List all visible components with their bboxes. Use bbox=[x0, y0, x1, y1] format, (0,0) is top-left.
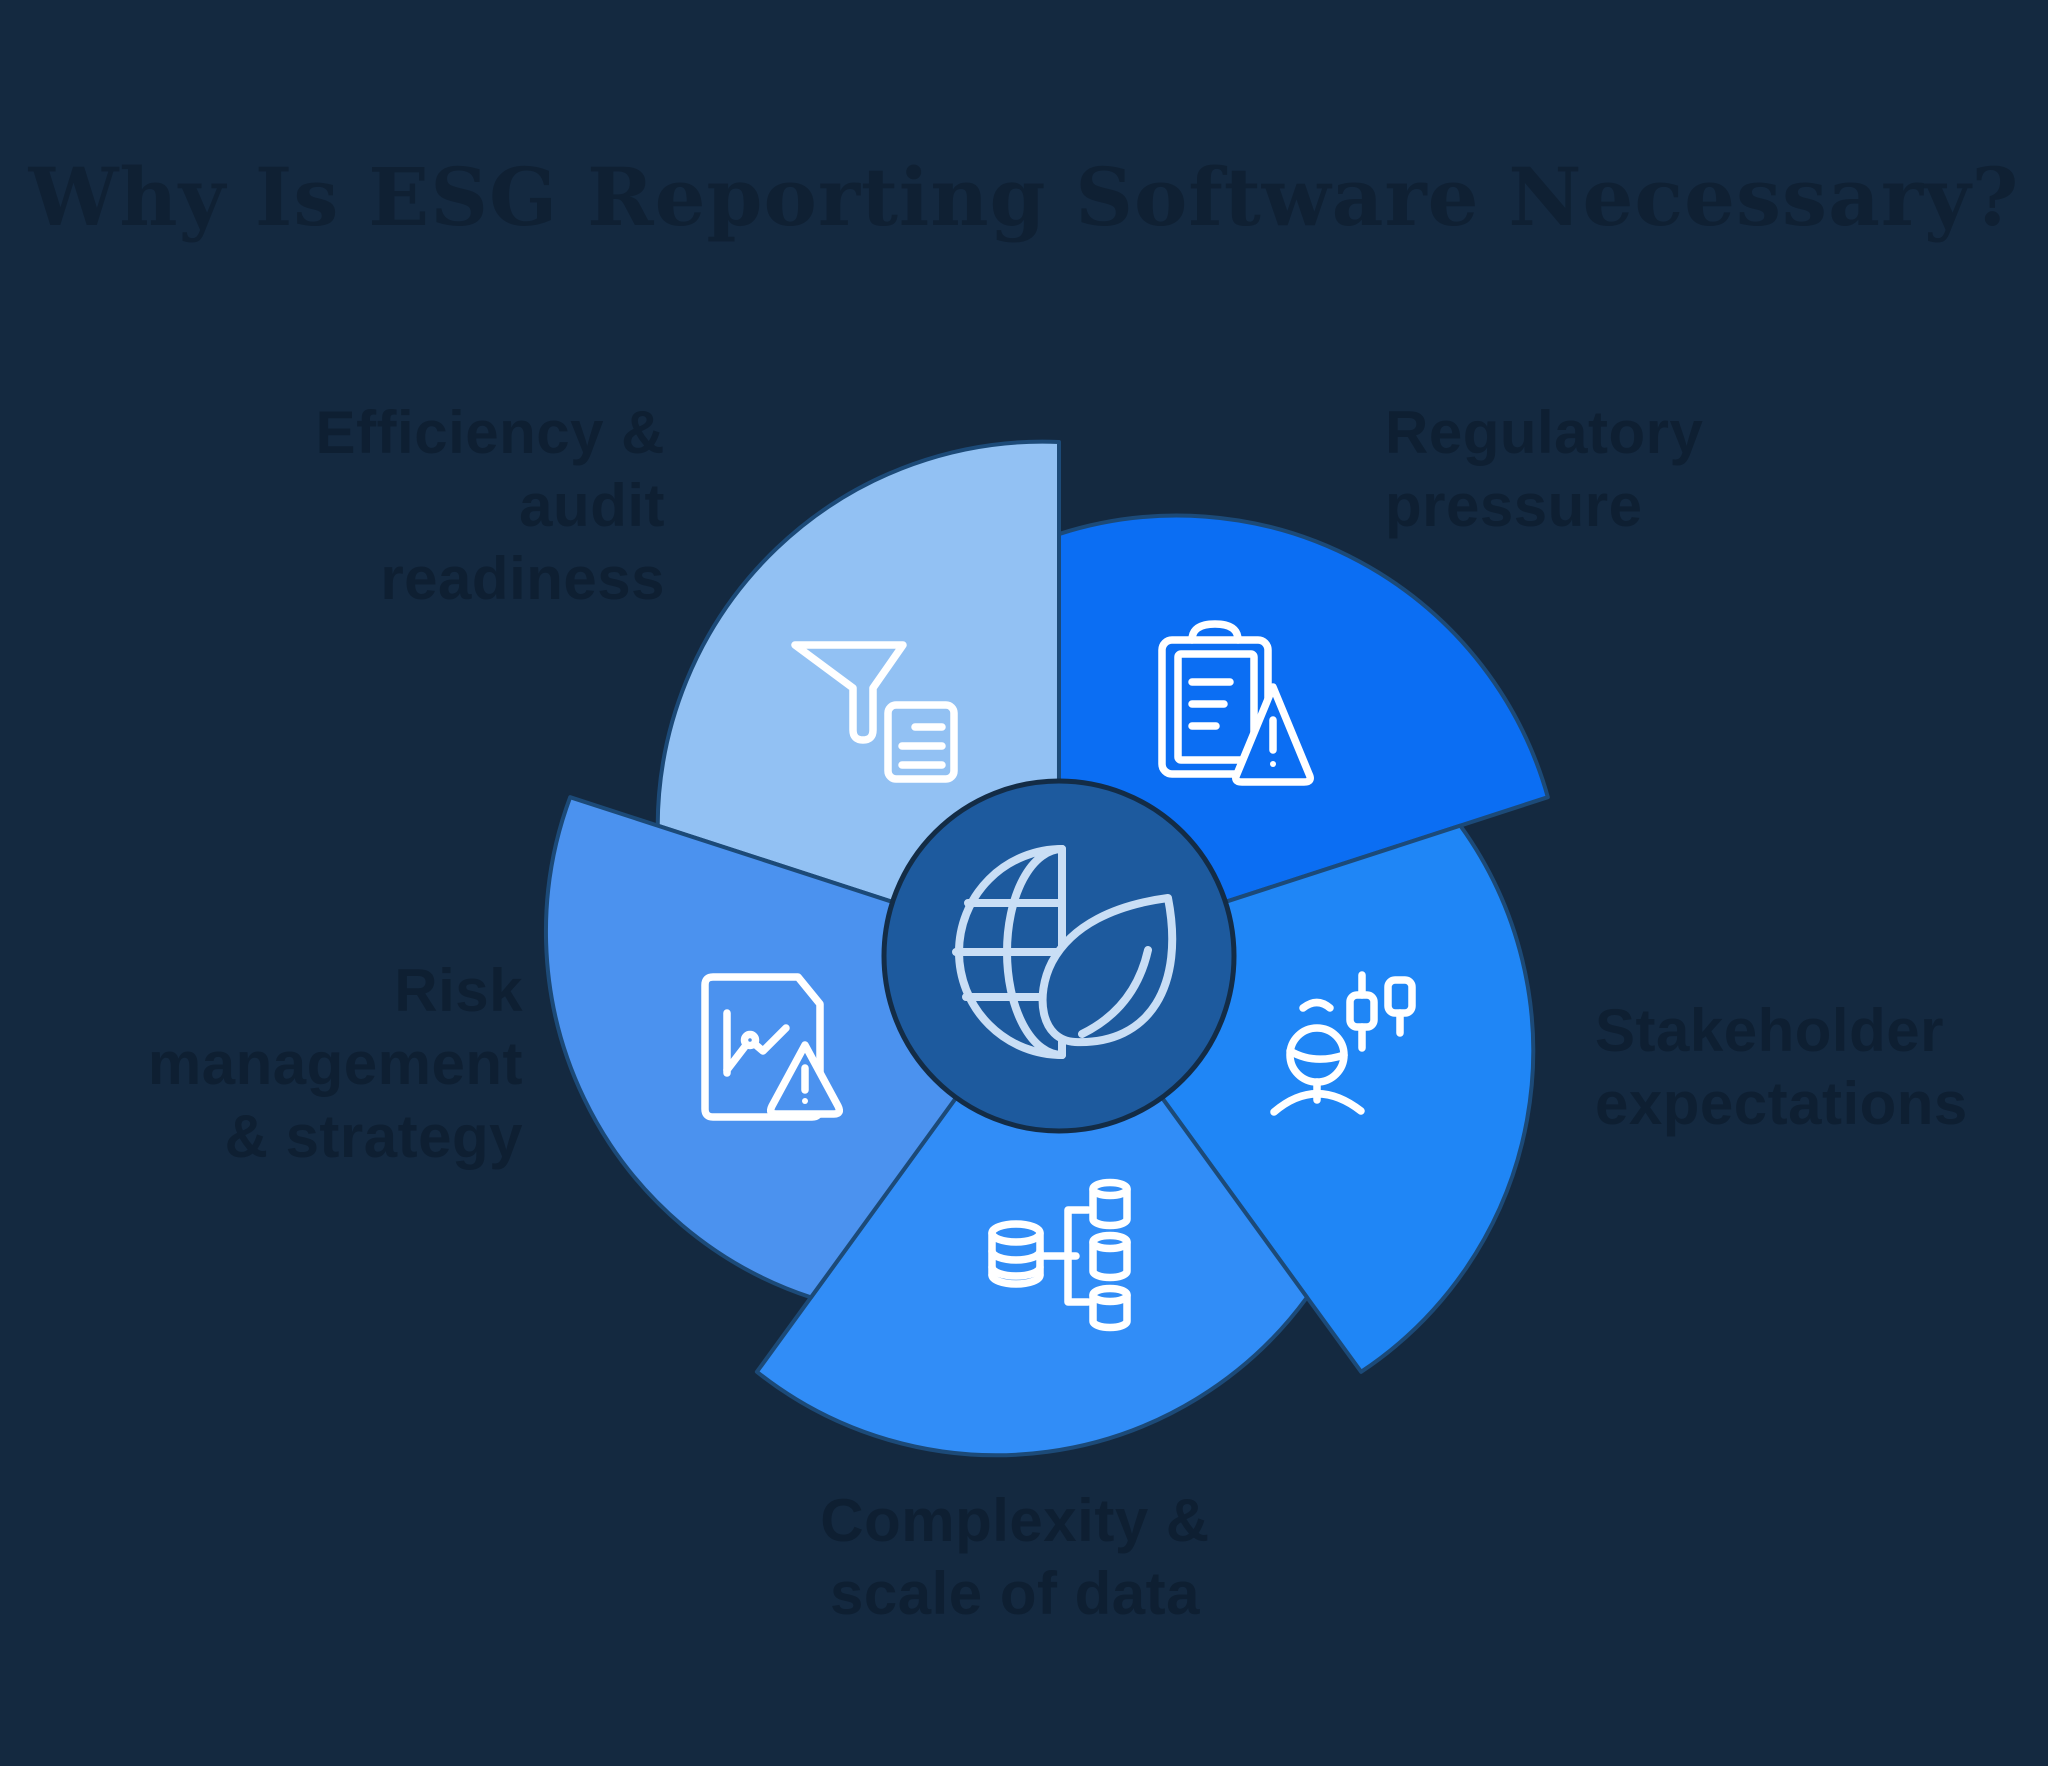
label-line: Risk bbox=[394, 957, 523, 1024]
label-line: & strategy bbox=[224, 1103, 523, 1170]
leaf-shape bbox=[1038, 894, 1177, 1047]
label-line: management bbox=[147, 1030, 523, 1097]
segment-regulatory-label: Regulatory pressure bbox=[1385, 396, 1905, 542]
segment-risk-label: Risk management & strategy bbox=[73, 954, 523, 1173]
label-line: expectations bbox=[1595, 1070, 1968, 1137]
label-line: scale of data bbox=[830, 1560, 1200, 1627]
segment-complexity-label: Complexity & scale of data bbox=[765, 1484, 1265, 1630]
label-line: Stakeholder bbox=[1595, 997, 1944, 1064]
label-line: Complexity & bbox=[820, 1487, 1210, 1554]
label-line: pressure bbox=[1385, 472, 1643, 539]
label-line: Efficiency & audit bbox=[315, 399, 665, 539]
globe-leaf-icon bbox=[952, 845, 1177, 1059]
person-candlestick-icon bbox=[1270, 971, 1416, 1116]
segment-stakeholder-label: Stakeholder expectations bbox=[1595, 994, 2048, 1140]
segment-efficiency-label: Efficiency & audit readiness bbox=[165, 396, 665, 615]
label-line: Regulatory bbox=[1385, 399, 1704, 466]
label-line: readiness bbox=[380, 545, 665, 612]
document-chart-warning-icon bbox=[701, 973, 844, 1121]
database-network-icon bbox=[988, 1178, 1131, 1332]
funnel-document-icon bbox=[791, 641, 958, 783]
page-title: Why Is ESG Reporting Software Necessary? bbox=[28, 150, 2020, 244]
clipboard-warning-icon bbox=[1158, 620, 1314, 786]
